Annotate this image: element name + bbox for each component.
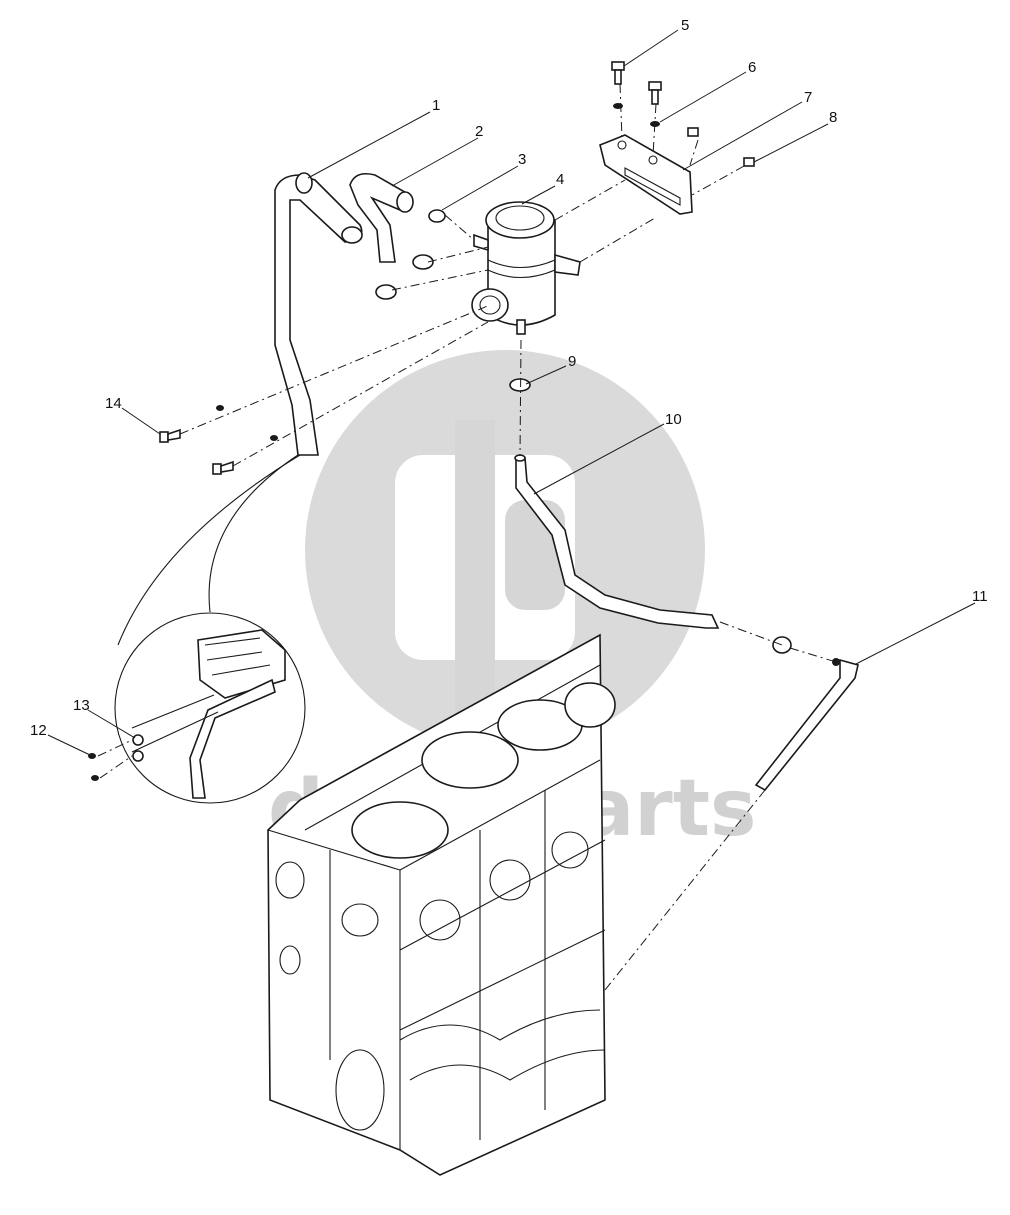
callout-1: 1 [432, 97, 440, 114]
mounting-bracket [599, 134, 693, 215]
hose-1 [274, 172, 363, 456]
engine-block [267, 633, 616, 1176]
callout-14: 14 [105, 395, 122, 412]
bolts-5-6 [611, 61, 662, 127]
callout-10: 10 [665, 411, 682, 428]
pipe-11 [754, 658, 859, 792]
oil-separator [471, 201, 581, 335]
callout-8: 8 [829, 109, 837, 126]
clamp-11 [772, 636, 840, 666]
callout-9: 9 [568, 353, 576, 370]
tube-10 [514, 454, 720, 629]
callout-13: 13 [73, 697, 90, 714]
callout-2: 2 [475, 123, 483, 140]
callout-4: 4 [556, 171, 564, 188]
bolts-14 [159, 405, 278, 475]
assembly-lines [97, 83, 837, 991]
callout-12: 12 [30, 722, 47, 739]
nuts-8 [687, 127, 755, 167]
callout-6: 6 [748, 59, 756, 76]
callout-7: 7 [804, 89, 812, 106]
callout-5: 5 [681, 17, 689, 34]
callout-3: 3 [518, 151, 526, 168]
detail-view [114, 454, 306, 804]
leader-lines [47, 29, 976, 756]
bolts-12 [88, 753, 99, 781]
callout-labels: 1 2 3 4 5 6 7 8 9 10 11 12 13 14 [30, 17, 988, 739]
clamp-9 [509, 378, 531, 392]
hose-clamps [375, 209, 446, 300]
callout-11: 11 [972, 588, 988, 605]
hose-2 [349, 172, 414, 263]
